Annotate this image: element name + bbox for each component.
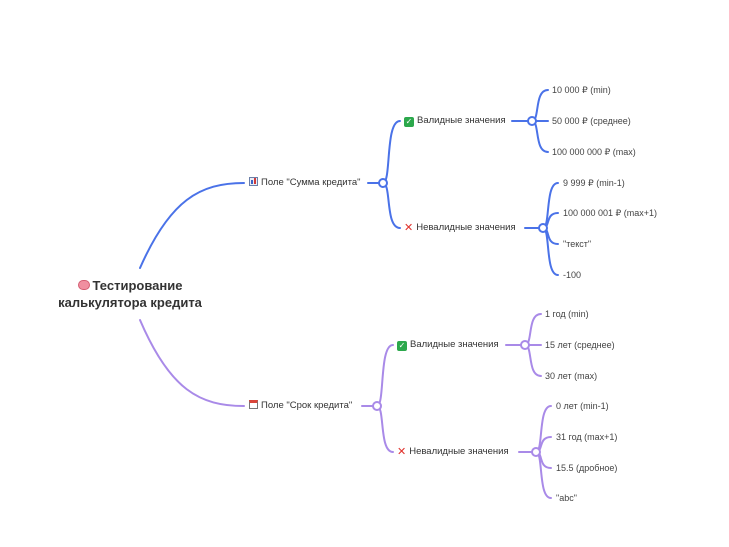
cross-icon: ✕ [404, 222, 414, 234]
branch-label: Поле "Срок кредита" [261, 400, 353, 411]
group-collapse-knob[interactable] [538, 223, 548, 233]
root-topic[interactable]: Тестирование калькулятора кредита [40, 277, 220, 311]
group-label: Невалидные значения [416, 222, 516, 233]
branch-label: Поле "Сумма кредита" [261, 177, 361, 188]
root-connector-term [139, 319, 245, 407]
branch-loan-term[interactable]: Поле "Срок кредита" [249, 400, 352, 412]
leaf-term-mid[interactable]: 15 лет (среднее) [545, 340, 615, 350]
branch-collapse-knob[interactable] [378, 178, 388, 188]
leaf-amount-negative[interactable]: -100 [563, 270, 582, 280]
leaf-term-min[interactable]: 1 год (min) [545, 309, 589, 319]
group-label: Невалидные значения [409, 446, 509, 457]
leaf-amount-min[interactable]: 10 000 ₽ (min) [552, 85, 611, 95]
leaf-term-min-1[interactable]: 0 лет (min-1) [556, 401, 609, 411]
group-connector [376, 344, 394, 407]
group-collapse-knob[interactable] [531, 447, 541, 457]
leaf-connector [542, 182, 559, 229]
leaf-term-max[interactable]: 30 лет (max) [545, 371, 598, 381]
leaf-connector [531, 89, 549, 122]
leaf-connector [542, 227, 559, 276]
group-term-valid[interactable]: ✓Валидные значения [397, 339, 499, 351]
leaf-connector [535, 451, 552, 499]
root-connector-amount [139, 182, 245, 269]
group-amount-invalid[interactable]: ✕Невалидные значения [404, 222, 516, 234]
leaf-term-max-1[interactable]: 31 год (max+1) [556, 432, 618, 442]
check-icon: ✓ [397, 341, 407, 351]
leaf-term-fraction[interactable]: 15.5 (дробное) [556, 463, 618, 473]
leaf-connector [524, 344, 542, 377]
check-icon: ✓ [404, 117, 414, 127]
group-label: Валидные значения [417, 115, 506, 126]
branch-loan-amount[interactable]: Поле "Сумма кредита" [249, 177, 361, 189]
group-collapse-knob[interactable] [527, 116, 537, 126]
calendar-icon [249, 400, 258, 409]
root-title-line1: Тестирование [92, 278, 183, 293]
leaf-amount-max[interactable]: 100 000 000 ₽ (max) [552, 147, 636, 157]
group-label: Валидные значения [410, 339, 499, 350]
leaf-term-abc[interactable]: "abc" [556, 493, 577, 503]
leaf-amount-min-1[interactable]: 9 999 ₽ (min-1) [563, 178, 625, 188]
leaf-connector [531, 120, 549, 153]
root-title-line2: калькулятора кредита [58, 295, 202, 310]
leaf-amount-max-1[interactable]: 100 000 001 ₽ (max+1) [563, 208, 658, 218]
group-term-invalid[interactable]: ✕Невалидные значения [397, 446, 509, 458]
brain-icon [77, 280, 90, 290]
leaf-amount-text[interactable]: "текст" [563, 239, 592, 249]
group-connector [376, 405, 394, 453]
group-amount-valid[interactable]: ✓Валидные значения [404, 115, 506, 127]
leaf-amount-mid[interactable]: 50 000 ₽ (среднее) [552, 116, 631, 126]
bar-chart-icon [249, 177, 258, 186]
cross-icon: ✕ [397, 446, 407, 458]
group-collapse-knob[interactable] [520, 340, 530, 350]
branch-collapse-knob[interactable] [372, 401, 382, 411]
group-connector [382, 182, 401, 229]
leaf-connector [524, 313, 542, 346]
group-connector [382, 120, 401, 184]
leaf-connector [535, 405, 552, 453]
